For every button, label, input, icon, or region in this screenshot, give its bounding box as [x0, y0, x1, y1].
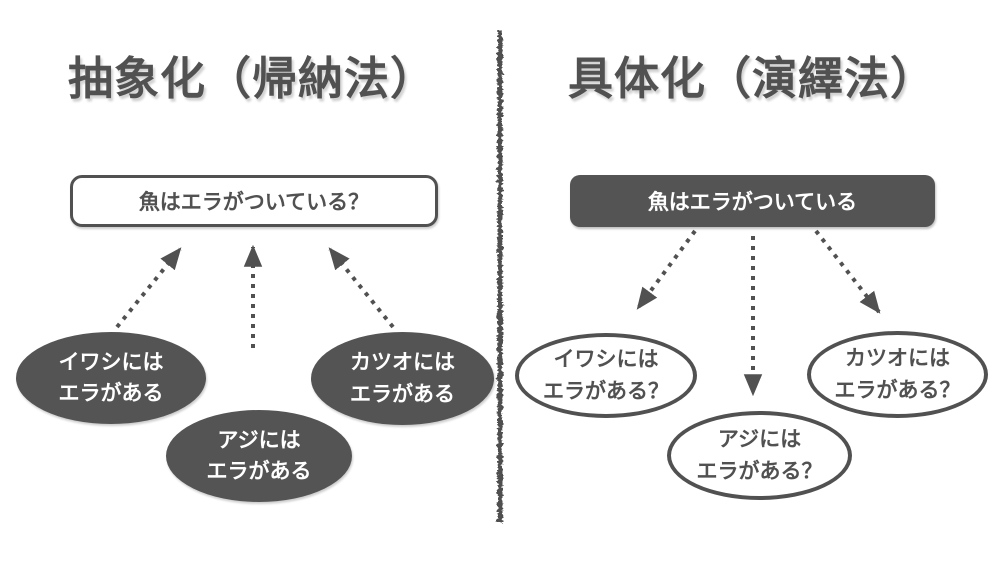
deduction-question-aji: アジには エラがある？ — [667, 411, 852, 500]
example-label-line1: アジには — [217, 428, 301, 452]
induction-example-katsuo: カツオには エラがある — [311, 332, 494, 425]
deduction-arrow-iwashi — [636, 229, 697, 310]
left-panel-title: 抽象化（帰納法） — [68, 53, 437, 104]
question-label-line1: カツオには — [845, 347, 950, 370]
induction-arrow-katsuo — [328, 247, 395, 329]
example-label-line2: エラがある — [350, 382, 455, 406]
deduction-question-katsuo: カツオには エラがある？ — [807, 331, 988, 418]
induction-conclusion-box: 魚はエラがついている？ — [70, 175, 438, 227]
example-label-line2: エラがある — [58, 382, 164, 405]
deduction-arrow-katsuo — [814, 229, 881, 314]
panel-divider — [497, 30, 503, 522]
deduction-question-iwashi: イワシには エラがある？ — [515, 333, 697, 418]
example-label-line1: カツオには — [350, 351, 455, 374]
induction-arrow-iwashi — [115, 247, 182, 329]
deduction-premise-label: 魚はエラがついている — [647, 191, 858, 214]
question-label-line1: イワシには — [553, 348, 659, 371]
induction-example-aji: アジには エラがある — [166, 410, 352, 502]
induction-example-iwashi: イワシには エラがある — [16, 332, 206, 424]
example-label-line2: エラがある — [206, 460, 312, 483]
question-label-line2: エラがある？ — [834, 378, 961, 402]
question-label-line1: アジには — [717, 428, 802, 451]
question-label-line2: エラがある？ — [696, 459, 823, 483]
question-label-line2: エラがある？ — [543, 379, 669, 403]
example-label-line1: イワシには — [58, 350, 164, 374]
deduction-premise-box: 魚はエラがついている — [570, 175, 935, 227]
right-panel-title: 具体化（演繹法） — [568, 53, 937, 104]
induction-conclusion-label: 魚はエラがついている？ — [138, 191, 370, 214]
